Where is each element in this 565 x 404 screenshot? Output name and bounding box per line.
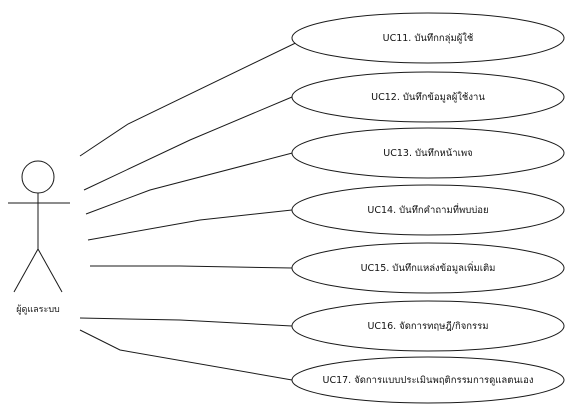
association-uc13 bbox=[85, 150, 301, 215]
use-case-label: UC14. บันทึกคำถามที่พบบ่อย bbox=[367, 203, 488, 216]
use-case-ellipse bbox=[291, 127, 565, 179]
association-uc12 bbox=[83, 96, 293, 191]
association-uc11 bbox=[79, 36, 309, 157]
use-case-ellipse bbox=[291, 356, 565, 404]
actor-right-leg bbox=[37, 248, 63, 293]
use-case-label: UC17. จัดการแบบประเมินพฤติกรรมการดูแลตนเ… bbox=[322, 375, 533, 386]
association-uc17 bbox=[79, 329, 293, 381]
association-lines bbox=[79, 36, 309, 381]
use-case-ellipse bbox=[291, 242, 565, 294]
association-uc14 bbox=[87, 209, 293, 241]
use-case-3: UC13. บันทึกหน้าเพจ bbox=[291, 127, 565, 179]
use-case-label: UC16. จัดการทฤษฎี/กิจกรรม bbox=[367, 320, 488, 332]
use-case-1: UC11. บันทึกกลุ่มผู้ใช้ bbox=[291, 12, 565, 64]
use-case-6: UC16. จัดการทฤษฎี/กิจกรรม bbox=[291, 300, 565, 352]
use-case-label: UC11. บันทึกกลุ่มผู้ใช้ bbox=[383, 32, 474, 44]
use-case-label: UC12. บันทึกข้อมูลผู้ใช้งาน bbox=[371, 91, 485, 103]
use-case-ellipse bbox=[291, 12, 565, 64]
use-case-ellipse bbox=[291, 71, 565, 123]
use-case-label: UC13. บันทึกหน้าเพจ bbox=[383, 148, 472, 159]
actor-head bbox=[21, 160, 55, 194]
association-uc15 bbox=[90, 265, 293, 269]
use-case-5: UC15. บันทึกแหล่งข้อมูลเพิ่มเติม bbox=[291, 242, 565, 294]
association-uc16 bbox=[79, 317, 293, 327]
use-case-ellipse bbox=[291, 300, 565, 352]
use-case-7: UC17. จัดการแบบประเมินพฤติกรรมการดูแลตนเ… bbox=[291, 356, 565, 404]
actor-figure bbox=[8, 160, 70, 293]
use-case-ellipse bbox=[291, 184, 565, 236]
use-case-2: UC12. บันทึกข้อมูลผู้ใช้งาน bbox=[291, 71, 565, 123]
use-case-label: UC15. บันทึกแหล่งข้อมูลเพิ่มเติม bbox=[361, 261, 496, 274]
use-case-4: UC14. บันทึกคำถามที่พบบ่อย bbox=[291, 184, 565, 236]
actor-left-leg bbox=[13, 248, 39, 293]
actor-label: ผู้ดูแลระบบ bbox=[16, 304, 60, 315]
